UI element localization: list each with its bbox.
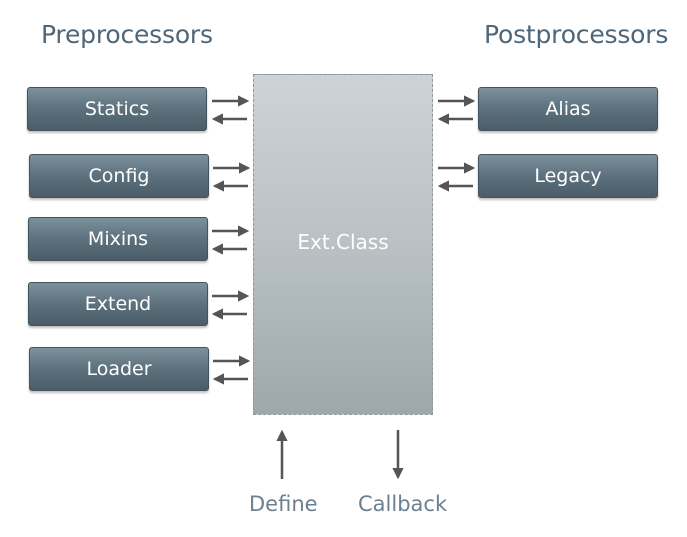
ext-class-label: Ext.Class — [297, 230, 389, 254]
preprocessor-extend: Extend — [28, 282, 208, 326]
postprocessors-heading: Postprocessors — [484, 20, 669, 49]
callback-label: Callback — [358, 492, 448, 516]
preprocessors-heading: Preprocessors — [41, 20, 213, 49]
preprocessor-config: Config — [29, 154, 209, 198]
preprocessor-loader: Loader — [29, 347, 209, 391]
preprocessor-mixins: Mixins — [28, 217, 208, 261]
preprocessor-statics: Statics — [27, 87, 207, 131]
ext-class-box: Ext.Class — [253, 74, 433, 415]
define-label: Define — [249, 492, 318, 516]
postprocessor-alias: Alias — [478, 87, 658, 131]
postprocessor-legacy: Legacy — [478, 154, 658, 198]
